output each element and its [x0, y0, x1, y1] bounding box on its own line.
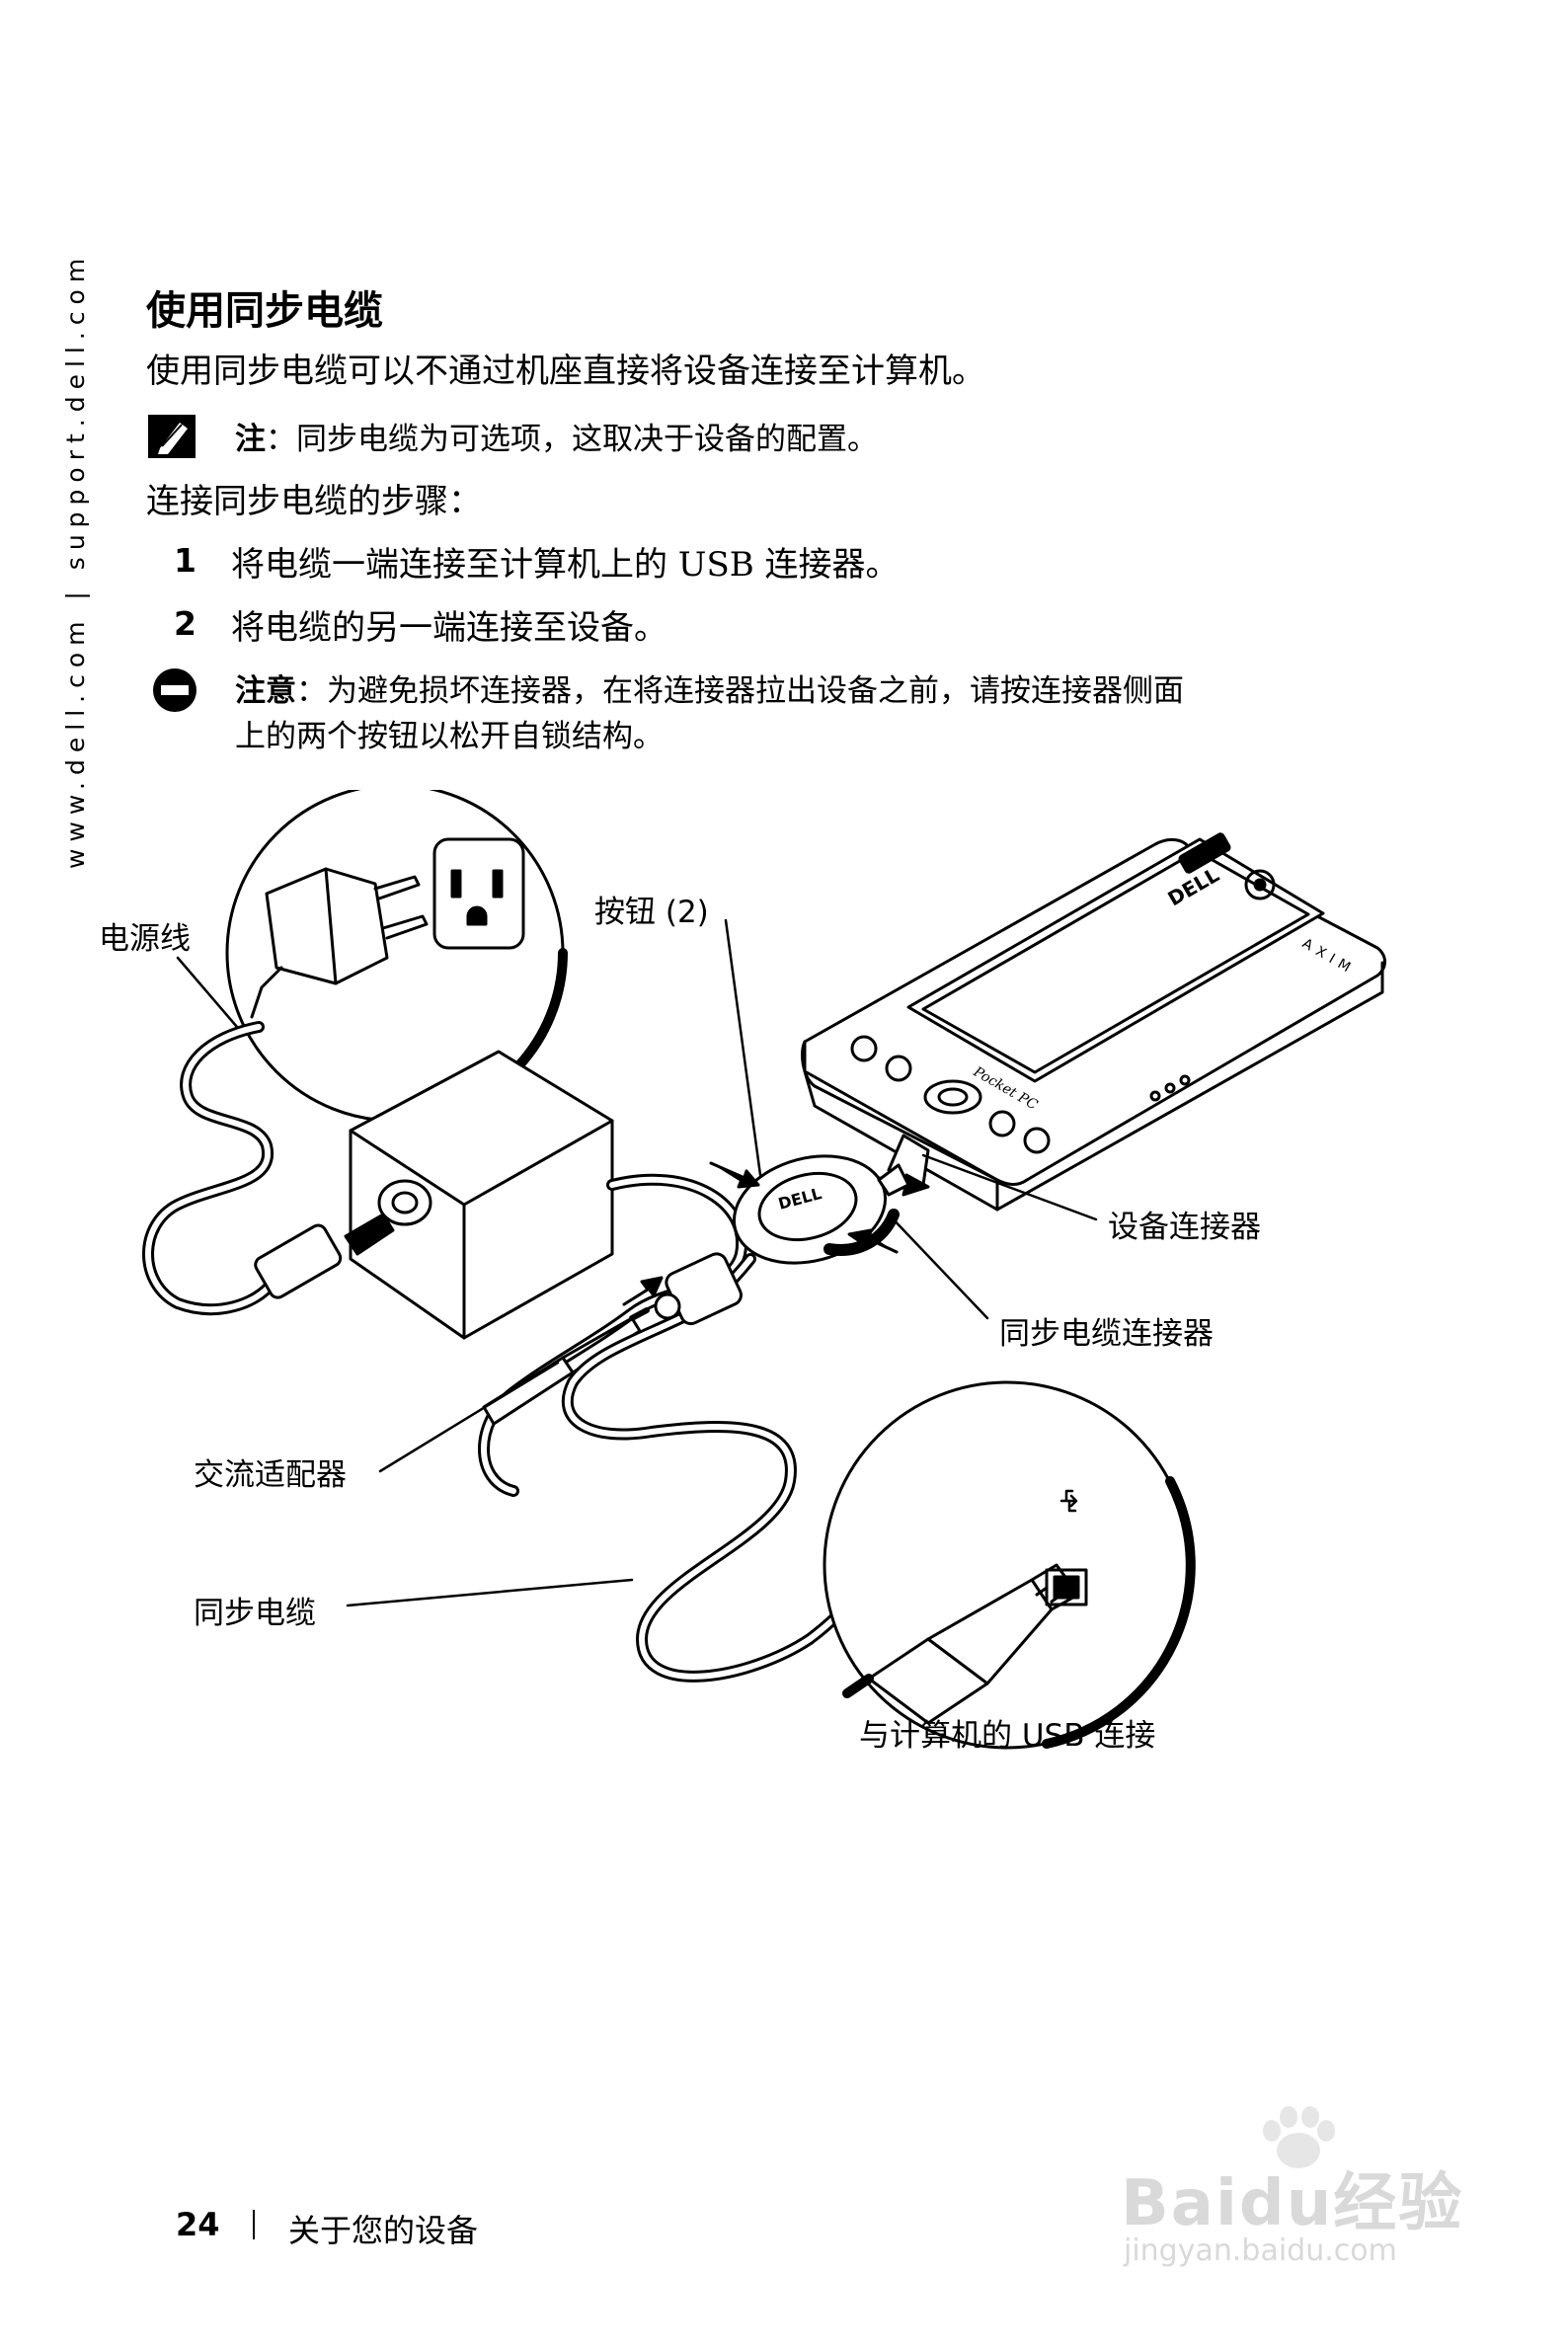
step-text: 将电缆一端连接至计算机上的 USB 连接器。	[231, 545, 900, 585]
section-heading: 使用同步电缆	[146, 288, 383, 334]
handheld-device	[801, 832, 1386, 1212]
note-separator: ：	[266, 422, 296, 457]
sync-cable-diagram: DELL AXIM Pocket PC DELL	[142, 790, 1386, 1750]
watermark-logo: Baidu经验	[1121, 2167, 1464, 2240]
caution-text-line2: 上的两个按钮以松开自锁结构。	[235, 719, 664, 754]
steps-intro: 连接同步电缆的步骤：	[146, 482, 482, 521]
sync-cable-connector	[709, 1154, 910, 1265]
footer-title: 关于您的设备	[288, 2212, 479, 2249]
note-label: 注	[235, 422, 266, 457]
page-number: 24	[176, 2206, 220, 2243]
callout-lines	[176, 918, 1098, 1607]
caution-separator: ：	[296, 673, 327, 709]
paw-watermark-icon	[1263, 2106, 1335, 2168]
footer-divider	[253, 2210, 255, 2239]
usb-inset	[823, 1380, 1196, 1750]
callout-power-cord: 电源线	[99, 921, 191, 957]
note: 注：同步电缆为可选项，这取决于设备的配置。	[235, 414, 878, 458]
callout-sync-cable: 同步电缆	[194, 1596, 316, 1631]
step-text: 将电缆的另一端连接至设备。	[231, 608, 667, 648]
ac-adapter-box	[344, 1050, 614, 1340]
watermark-url: jingyan.baidu.com	[1124, 2233, 1397, 2268]
power-cord	[142, 1021, 277, 1316]
caution: 注意：为避免损坏连接器，在将连接器拉出设备之前，请按连接器侧面	[235, 666, 1184, 710]
step-number: 1	[174, 541, 196, 580]
callout-ac-adapter: 交流适配器	[194, 1457, 347, 1493]
callout-usb-to-computer: 与计算机的 USB 连接	[859, 1718, 1156, 1754]
power-outlet-inset	[225, 790, 568, 1123]
callout-buttons: 按钮 (2)	[594, 895, 709, 930]
callout-sync-cable-connector: 同步电缆连接器	[999, 1316, 1214, 1352]
caution-text-line1: 为避免损坏连接器，在将连接器拉出设备之前，请按连接器侧面	[327, 673, 1184, 709]
note-text: 同步电缆为可选项，这取决于设备的配置。	[296, 422, 878, 457]
note-pencil-icon	[148, 415, 196, 458]
caution-icon	[153, 668, 196, 712]
callout-device-connector: 设备连接器	[1108, 1210, 1261, 1245]
side-url: www.dell.com | support.dell.com	[61, 251, 90, 869]
intro-paragraph: 使用同步电缆可以不通过机座直接将设备连接至计算机。	[146, 352, 985, 391]
step-number: 2	[174, 604, 196, 643]
caution-label: 注意	[235, 673, 296, 709]
